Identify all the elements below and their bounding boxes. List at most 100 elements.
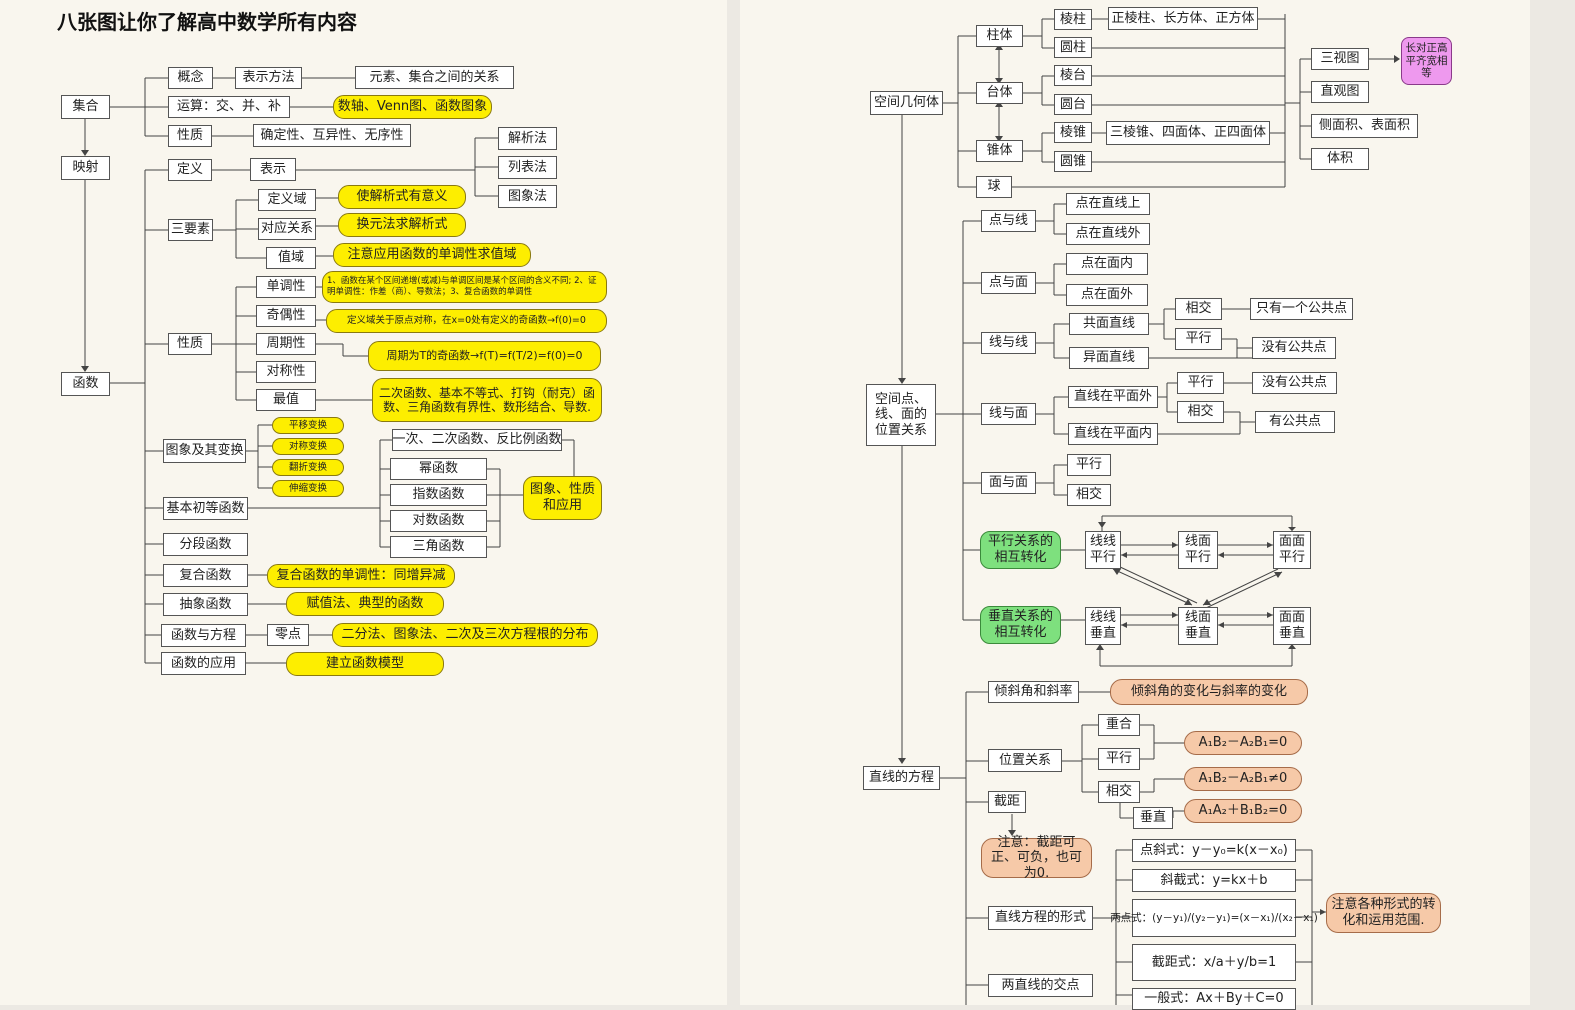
note-yingyong: 建立函数模型 [286, 652, 444, 676]
note-xingshi: 注意各种形式的转化和运用范围. [1326, 893, 1441, 933]
node-yuansu-guanxi: 元素、集合之间的关系 [355, 66, 514, 89]
node-dianyuxian: 点与线 [981, 210, 1036, 232]
node-xx-chuizhi: 线线垂直 [1085, 607, 1121, 645]
note-shuzhou: 数轴、Venn图、函数图象 [333, 95, 492, 119]
left-connector-lines [81, 77, 575, 664]
node-xingzhi: 性质 [168, 333, 212, 355]
node-jihe: 集合 [61, 95, 110, 119]
node-zaizhixianshang: 点在直线上 [1066, 193, 1150, 215]
node-liangdian: 两点式：(y－y₁)/(y₂－y₁)=(x－x₁)/(x₂－x₁) [1110, 899, 1318, 937]
node-fangcheng: 函数与方程 [161, 624, 246, 647]
node-jiou: 奇偶性 [256, 305, 316, 327]
node-xiejie: 斜截式：y=kx＋b [1132, 869, 1296, 892]
note-chuizhi-zhuanhua: 垂直关系的相互转化 [980, 606, 1061, 644]
node-xianyumian: 线与面 [981, 403, 1036, 425]
right-connector-lines [898, 14, 1400, 1005]
node-lengzhui: 棱锥 [1054, 122, 1092, 143]
note-zuizhi: 二次函数、基本不等式、打钩（耐克）函数、三角函数有界性、数形结合、导数. [372, 378, 602, 422]
note-zhouqi: 周期为T的奇函数→f(T)=f(T/2)=f(0)=0 [368, 341, 601, 371]
node-lengtai: 棱台 [1054, 65, 1092, 86]
node-dian-xian-mian: 空间点、线、面的位置关系 [866, 384, 936, 446]
node-duichen: 对称性 [256, 361, 316, 383]
node-yige-gonggong: 只有一个公共点 [1250, 298, 1353, 320]
note-duichen-bh: 对称变换 [272, 438, 344, 455]
node-zaizhixianwai: 点在直线外 [1066, 223, 1150, 245]
note-chouxiang: 赋值法、典型的函数 [286, 592, 444, 616]
node-taiti: 台体 [976, 82, 1023, 104]
node-sanyaosu: 三要素 [168, 219, 213, 241]
node-duishu: 对数函数 [390, 510, 487, 532]
node-xx-pingxing: 线线平行 [1085, 531, 1121, 569]
node-dandiao: 单调性 [256, 276, 316, 298]
note-duiying: 换元法求解析式 [338, 213, 466, 237]
node-dianyumian: 点与面 [981, 272, 1036, 294]
node-xm-chuizhi: 线面垂直 [1178, 607, 1218, 645]
node-xianyuxian: 线与线 [981, 332, 1036, 354]
node-lengzhu: 棱柱 [1054, 9, 1092, 30]
right-mindmap-panel: 空间几何体 柱体 棱柱 正棱柱、长方体、正方体 圆柱 台体 棱台 圆台 锥体 棱… [740, 0, 1530, 1010]
node-zhiyu: 值域 [266, 247, 316, 269]
node-qingxiejiao: 倾斜角和斜率 [988, 681, 1079, 703]
node-pingmiannei: 直线在平面内 [1068, 423, 1158, 445]
node-gongmian: 共面直线 [1069, 313, 1149, 335]
node-pingmianwai: 直线在平面外 [1068, 386, 1158, 408]
node-xingshi: 直线方程的形式 [988, 906, 1093, 930]
node-jieju: 截距 [988, 791, 1026, 813]
node-yingshe: 映射 [61, 156, 110, 180]
node-xiangjiao1: 相交 [1175, 298, 1222, 320]
node-qiu: 球 [976, 176, 1012, 198]
node-gainian: 概念 [168, 67, 213, 89]
node-yuanzhu: 圆柱 [1054, 37, 1092, 58]
node-zuizhi: 最值 [256, 389, 316, 411]
node-zhuti: 柱体 [976, 25, 1023, 47]
note-dandiao: 1、函数在某个区间递增(或减)与单调区间是某个区间的含义不同; 2、证明单调性：… [322, 271, 607, 303]
note-fuhe: 复合函数的单调性：同增异减 [267, 564, 455, 588]
node-sanjiao: 三角函数 [390, 536, 487, 558]
node-xiangjiao2: 相交 [1177, 401, 1224, 423]
node-tiji: 体积 [1311, 148, 1369, 170]
node-yici: 一次、二次函数、反比例函数 [392, 429, 562, 451]
node-pingxing4: 平行 [1098, 748, 1140, 770]
node-zhouqi: 周期性 [256, 333, 316, 355]
node-yunsuan: 运算：交、并、补 [168, 96, 290, 118]
node-xingzhi-jihe: 性质 [168, 125, 212, 147]
note-eq3: A₁A₂＋B₁B₂=0 [1184, 799, 1302, 823]
note-sanshitu: 长对正高平齐宽相等 [1401, 37, 1452, 85]
node-pingxing3: 平行 [1067, 454, 1111, 476]
node-biaoshi-fangfa: 表示方法 [235, 67, 302, 89]
node-zhuiti: 锥体 [976, 140, 1023, 162]
node-queding: 确定性、互异性、无序性 [253, 124, 411, 147]
node-yuantai: 圆台 [1054, 94, 1092, 115]
node-mianyumian: 面与面 [981, 472, 1036, 494]
node-tuxiang-bianhuan: 图象及其变换 [163, 439, 246, 463]
node-hanshu: 函数 [61, 372, 110, 396]
node-lengzhui-note: 三棱锥、四面体、正四面体 [1106, 121, 1270, 145]
note-qingxiejiao: 倾斜角的变化与斜率的变化 [1110, 679, 1308, 705]
node-yuanzhui: 圆锥 [1054, 151, 1092, 172]
node-lingdian: 零点 [267, 624, 309, 646]
node-cemianji: 侧面积、表面积 [1311, 114, 1418, 138]
node-zaimianwai: 点在面外 [1066, 284, 1148, 306]
node-jiejushi: 截距式：x/a＋y/b=1 [1132, 944, 1296, 981]
node-dingyiyu: 定义域 [258, 189, 316, 211]
page-title: 八张图让你了解高中数学所有内容 [57, 10, 357, 34]
node-pingxing1: 平行 [1175, 328, 1222, 350]
node-chuizhi: 垂直 [1133, 807, 1173, 829]
note-dingyiyu: 使解析式有意义 [338, 185, 466, 209]
node-sanshitu: 三视图 [1311, 48, 1369, 70]
note-pingxing-zhuanhua: 平行关系的相互转化 [980, 531, 1061, 569]
node-xiangjiao3: 相交 [1067, 484, 1111, 506]
node-xiangjiao4: 相交 [1098, 781, 1140, 803]
node-duiying: 对应关系 [258, 218, 316, 240]
note-jiou: 定义域关于原点对称，在x=0处有定义的奇函数→f(0)=0 [326, 309, 607, 333]
node-liebiaofa: 列表法 [498, 156, 557, 179]
node-lengzhu-note: 正棱柱、长方体、正方体 [1108, 7, 1258, 30]
left-mindmap-panel: 八张图让你了解高中数学所有内容 [0, 0, 727, 1005]
node-fenduan: 分段函数 [163, 533, 248, 556]
node-xm-pingxing: 线面平行 [1178, 531, 1218, 569]
node-zhishu: 指数函数 [390, 484, 487, 506]
node-mi: 幂函数 [390, 458, 487, 480]
node-jiaodian: 两直线的交点 [988, 974, 1093, 997]
note-jieju: 注意：截距可正、可负，也可为0. [981, 835, 1092, 881]
note-tuxiang-xingzhi: 图象、性质和应用 [523, 476, 602, 520]
